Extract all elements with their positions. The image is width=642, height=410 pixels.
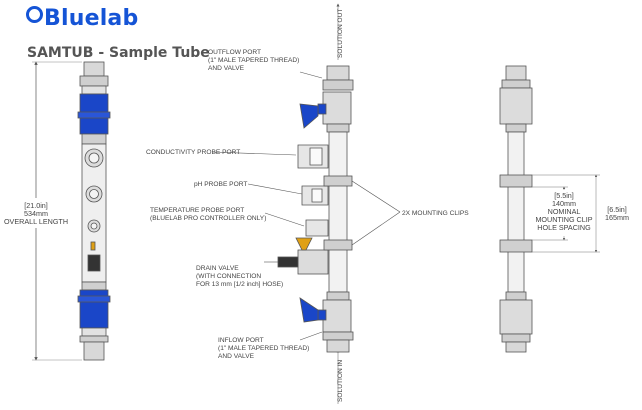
drain-valve-label: DRAIN VALVE bbox=[196, 265, 239, 272]
solution-in-label: SOLUTION IN bbox=[337, 360, 344, 402]
clip-spacing-in: [5.5in] bbox=[554, 191, 574, 200]
back-view bbox=[499, 65, 533, 353]
svg-text:(WITH CONNECTION: (WITH CONNECTION bbox=[196, 273, 261, 280]
side-view bbox=[277, 65, 354, 353]
drain-valve-handle bbox=[295, 237, 313, 251]
side-mounting-clip-bottom bbox=[323, 239, 353, 251]
logo-ring-icon bbox=[26, 6, 43, 23]
leader-clip-top bbox=[351, 180, 401, 213]
callout-labels: OUTFLOW PORT (1" MALE TAPERED THREAD) AN… bbox=[146, 49, 469, 360]
svg-text:(1" MALE TAPERED THREAD): (1" MALE TAPERED THREAD) bbox=[218, 345, 309, 352]
leader-inflow bbox=[299, 331, 323, 341]
drain-hose-connection bbox=[277, 256, 299, 268]
outflow-port-label: OUTFLOW PORT bbox=[208, 49, 261, 56]
clip-spacing-mm: 140mm bbox=[552, 199, 576, 208]
back-bottom-valve bbox=[499, 299, 533, 335]
outflow-valve-handle bbox=[299, 103, 319, 129]
back-mounting-clip-top bbox=[499, 174, 533, 188]
conductivity-port-label: CONDUCTIVITY PROBE PORT bbox=[146, 149, 240, 156]
front-drain bbox=[87, 254, 101, 272]
inflow-valve-handle bbox=[299, 297, 319, 323]
side-mounting-clip-top bbox=[323, 175, 353, 187]
bluelab-logo: Bluelab bbox=[26, 6, 138, 31]
leader-clip-bottom bbox=[351, 211, 401, 246]
clip-outer-mm: 165mm bbox=[605, 213, 629, 222]
side-body-tube bbox=[328, 131, 348, 293]
solution-out-label: SOLUTION OUT bbox=[337, 9, 344, 58]
leader-temperature bbox=[264, 212, 305, 227]
side-top-valve-body bbox=[322, 91, 352, 125]
ph-port-label: pH PROBE PORT bbox=[194, 181, 247, 188]
overall-label: OVERALL LENGTH bbox=[4, 217, 68, 226]
temperature-probe-port bbox=[305, 219, 329, 237]
drain-valve-body bbox=[297, 249, 329, 275]
logo-text: Bluelab bbox=[44, 6, 139, 31]
leader-outflow bbox=[299, 71, 323, 79]
svg-text:HOLE SPACING: HOLE SPACING bbox=[537, 223, 591, 232]
clip-outer-in: [6.5in] bbox=[607, 205, 627, 214]
svg-text:NOMINAL: NOMINAL bbox=[548, 207, 581, 216]
overall-dimension: [21.0in] 534mm OVERALL LENGTH bbox=[4, 61, 82, 361]
svg-text:AND VALVE: AND VALVE bbox=[218, 353, 255, 360]
overall-mm: 534mm bbox=[24, 209, 48, 218]
front-top-fitting bbox=[83, 61, 105, 77]
page-title: SAMTUB - Sample Tube bbox=[27, 45, 210, 61]
back-top-valve bbox=[499, 87, 533, 125]
inflow-port-label: INFLOW PORT bbox=[218, 337, 264, 344]
svg-text:AND VALVE: AND VALVE bbox=[208, 65, 245, 72]
back-mounting-clip-bottom bbox=[499, 239, 533, 253]
leader-conductivity bbox=[211, 151, 297, 156]
back-body bbox=[507, 131, 525, 293]
front-view bbox=[77, 61, 111, 361]
svg-text:MOUNTING CLIP: MOUNTING CLIP bbox=[535, 215, 592, 224]
temperature-port-label: TEMPERATURE PROBE PORT bbox=[150, 207, 244, 214]
side-bottom-valve-body bbox=[322, 299, 352, 333]
mounting-clips-label: 2X MOUNTING CLIPS bbox=[402, 210, 469, 217]
leader-ph bbox=[247, 183, 303, 195]
overall-in: [21.0in] bbox=[24, 201, 48, 210]
svg-text:(BLUELAB PRO CONTROLLER ONLY): (BLUELAB PRO CONTROLLER ONLY) bbox=[150, 215, 266, 222]
svg-text:(1" MALE TAPERED THREAD): (1" MALE TAPERED THREAD) bbox=[208, 57, 299, 64]
svg-text:FOR 13 mm [1/2 inch] HOSE): FOR 13 mm [1/2 inch] HOSE) bbox=[196, 281, 283, 288]
